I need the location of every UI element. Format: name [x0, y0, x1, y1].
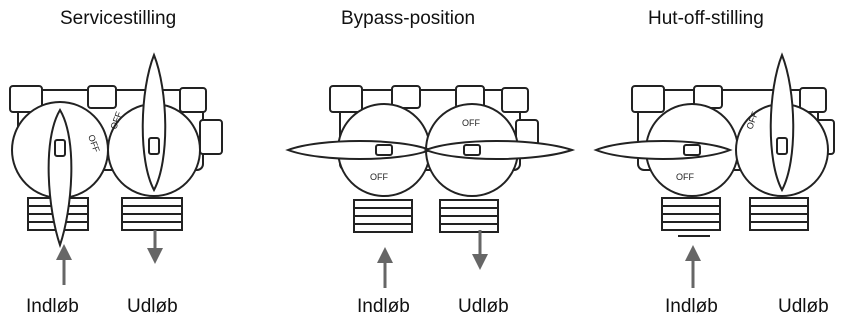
outlet-label-bypass: Udløb — [458, 296, 509, 317]
inlet-handle — [285, 140, 433, 160]
outlet-label-shutoff: Udløb — [778, 296, 829, 317]
inlet-thread — [353, 199, 413, 233]
mount-clip-left — [9, 85, 43, 113]
outlet-handle — [769, 52, 795, 193]
outlet-handle — [141, 52, 167, 193]
outlet-handle — [423, 140, 576, 160]
inlet-label-service: Indløb — [26, 296, 79, 317]
outlet-thread — [749, 197, 809, 231]
inlet-handle — [593, 140, 733, 160]
outlet-thread — [121, 197, 183, 231]
inlet-label-shutoff: Indløb — [665, 296, 718, 317]
panel-title-service: Servicestilling — [60, 8, 177, 29]
inlet-label-bypass: Indløb — [357, 296, 410, 317]
valve-shutoff-drawing: OFF OFF — [593, 52, 835, 288]
knob-off-text: OFF — [676, 172, 694, 182]
knob-off-text: OFF — [370, 172, 388, 182]
valve-service-drawing: OFF OFF — [9, 52, 223, 285]
panel-title-bypass: Bypass-position — [341, 8, 476, 29]
valve-bypass-drawing: OFF OFF — [285, 85, 576, 288]
knob-off-text: OFF — [462, 118, 480, 128]
side-clip — [199, 119, 223, 155]
outlet-label-service: Udløb — [127, 296, 178, 317]
outlet-thread — [439, 199, 499, 233]
panel-title-shutoff: Hut-off-stilling — [648, 8, 764, 29]
inlet-thread — [661, 197, 721, 231]
